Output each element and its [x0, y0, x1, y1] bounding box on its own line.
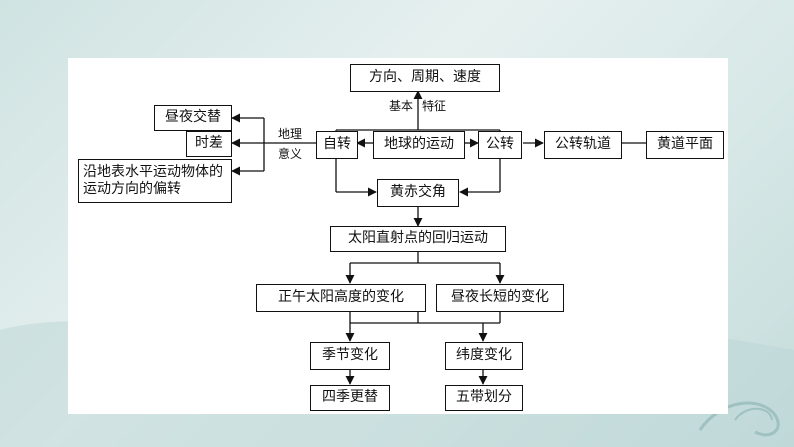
label-basic: 基本	[389, 99, 414, 113]
box-day-night: 昼夜交替	[154, 105, 232, 131]
label-features: 特征	[422, 99, 447, 113]
box-deflection: 沿地表水平运动物体的运动方向的偏转	[78, 159, 232, 203]
connector-lines	[231, 90, 646, 385]
label-geo: 地理	[278, 127, 303, 141]
top-box-direction-period-speed: 方向、周期、速度	[350, 64, 500, 92]
box-latitude: 纬度变化	[445, 342, 523, 370]
box-rotation: 自转	[316, 131, 358, 159]
label-meaning: 意义	[278, 147, 303, 161]
box-seasons: 季节变化	[310, 342, 390, 370]
box-day-length: 昼夜长短的变化	[436, 284, 564, 312]
box-ecliptic-plane: 黄道平面	[646, 131, 724, 159]
diagram-panel: 方向、周期、速度 基本 特征 自转 地球的运动 公转 公转轨道 黄道平面 地理 …	[68, 58, 728, 414]
box-earth-motion: 地球的运动	[373, 131, 465, 159]
box-four-seasons: 四季更替	[310, 385, 390, 411]
box-subsolar-migration: 太阳直射点的回归运动	[330, 226, 506, 252]
box-obliquity: 黄赤交角	[377, 179, 459, 207]
box-orbit: 公转轨道	[544, 131, 622, 159]
box-time-difference: 时差	[186, 131, 232, 157]
box-noon-altitude: 正午太阳高度的变化	[256, 284, 426, 312]
box-revolution: 公转	[478, 131, 522, 159]
box-five-zones: 五带划分	[445, 385, 523, 411]
